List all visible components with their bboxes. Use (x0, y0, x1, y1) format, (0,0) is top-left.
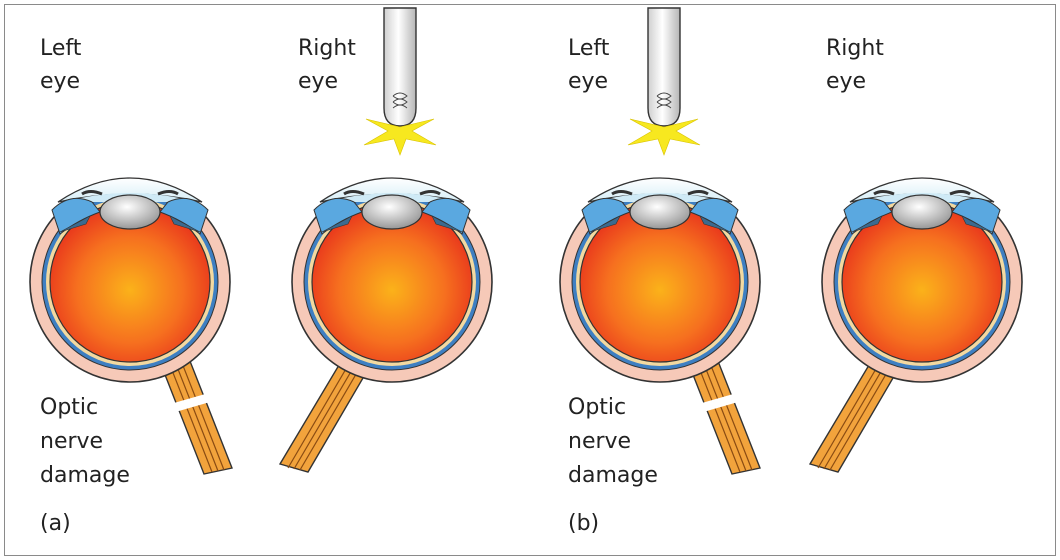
left-eye-label-line2: eye (40, 69, 80, 94)
left-eye-label-line2: eye (568, 69, 608, 94)
right-eye-label-line1: Right (298, 36, 356, 61)
right-eye-label-line1: Right (826, 36, 884, 61)
damage-label-line3: damage (568, 463, 658, 488)
left-eye-b (558, 176, 762, 475)
damage-label-line1: Optic (568, 395, 626, 420)
panel-label-a: (a) (40, 511, 71, 536)
damage-label-line1: Optic (40, 395, 98, 420)
damage-label-line3: damage (40, 463, 130, 488)
damage-label-line2: nerve (40, 429, 103, 454)
penlight-b (627, 7, 701, 156)
right-eye-b (809, 176, 1024, 473)
right-eye-label-line2: eye (826, 69, 866, 94)
nerve-damage-gap (699, 392, 741, 413)
right-eye-a (279, 176, 494, 473)
panel-b: Left eye Right eye Optic nerve damage (b… (558, 7, 1024, 536)
panel-label-b: (b) (568, 511, 599, 536)
damage-label-line2: nerve (568, 429, 631, 454)
left-eye-a (28, 176, 233, 475)
left-eye-label-line1: Left (568, 36, 610, 61)
panel-a: Left eye Right eye Optic nerve damage (a… (28, 7, 494, 536)
left-eye-label-line1: Left (40, 36, 82, 61)
right-eye-label-line2: eye (298, 69, 338, 94)
nerve-damage-gap (171, 392, 213, 413)
penlight-a (363, 7, 437, 156)
